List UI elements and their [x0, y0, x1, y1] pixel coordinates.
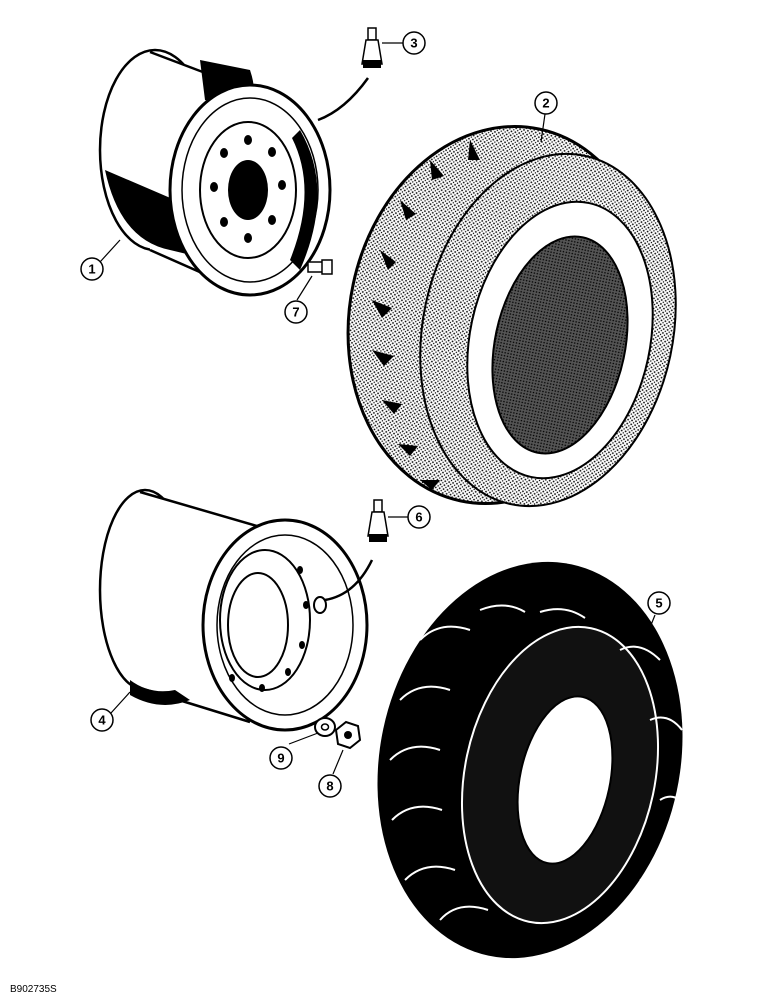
- svg-text:9: 9: [277, 751, 284, 766]
- callout-2: 2: [534, 91, 558, 115]
- callout-7: 7: [284, 300, 308, 324]
- svg-text:3: 3: [410, 36, 417, 51]
- callout-5: 5: [647, 591, 671, 615]
- upper-wheel-rim: [98, 48, 370, 297]
- callout-9: 9: [269, 746, 293, 770]
- callout-6: 6: [407, 505, 431, 529]
- wheel-bolt: [307, 259, 333, 275]
- washer: [314, 717, 336, 737]
- callout-8: 8: [318, 774, 342, 798]
- callout-4: 4: [90, 708, 114, 732]
- lug-tread-tire: [377, 561, 689, 959]
- figure-code: B902735S: [10, 984, 57, 995]
- lower-valve-stem: [367, 499, 389, 542]
- svg-text:5: 5: [655, 596, 662, 611]
- svg-text:1: 1: [88, 262, 95, 277]
- svg-text:6: 6: [415, 510, 422, 525]
- svg-text:8: 8: [326, 779, 333, 794]
- rib-tread-tire: [346, 125, 677, 508]
- svg-text:2: 2: [542, 96, 549, 111]
- nut: [334, 720, 362, 750]
- callout-1: 1: [80, 257, 104, 281]
- lower-wheel-rim: [98, 488, 374, 732]
- upper-valve-stem: [361, 27, 383, 68]
- callout-3: 3: [402, 31, 426, 55]
- svg-text:7: 7: [292, 305, 299, 320]
- leader-lines: [99, 42, 656, 775]
- svg-text:4: 4: [98, 713, 106, 728]
